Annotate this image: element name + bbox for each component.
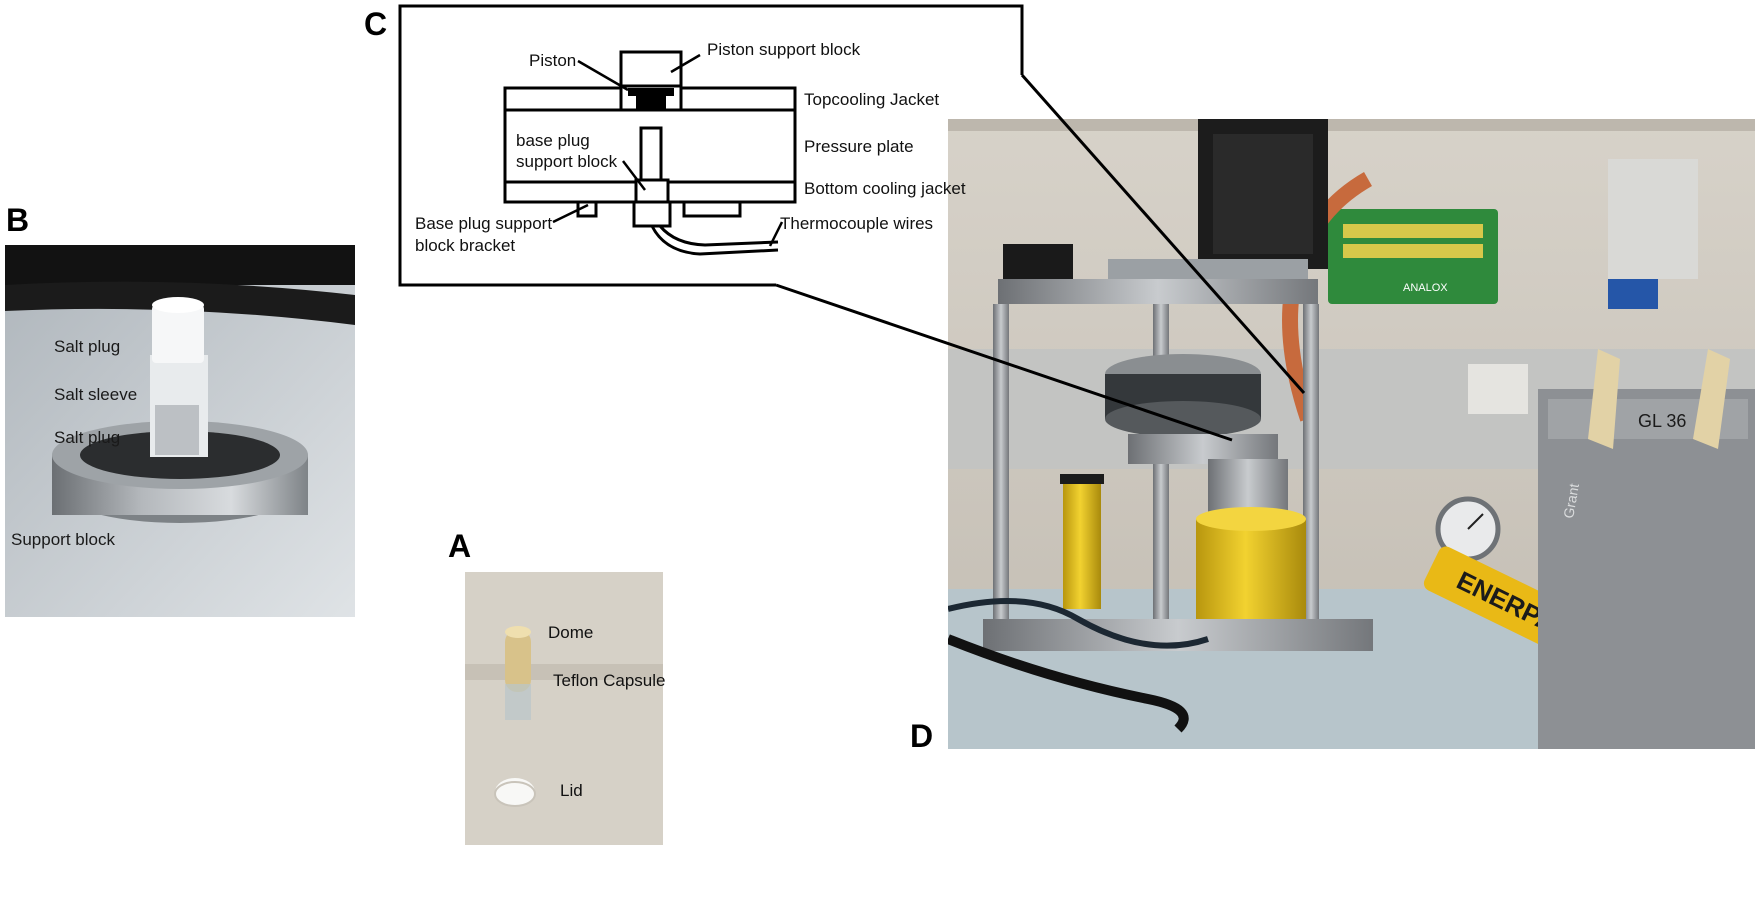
label-salt-sleeve: Salt sleeve (54, 385, 138, 404)
panel-letter-b: B (6, 202, 30, 238)
label-teflon-capsule: Teflon Capsule (553, 671, 666, 690)
pointer-line-lower (775, 283, 1233, 442)
label-salt-plug-top: Salt plug (54, 337, 121, 356)
unit-label-text: GL 36 (1638, 411, 1686, 431)
label-base-plug-line1: base plug (516, 131, 590, 150)
label-piston: Piston (529, 51, 576, 70)
label-pressure-plate: Pressure plate (804, 137, 914, 156)
schematic-frame (398, 4, 1024, 287)
label-base-bracket-line2: block bracket (415, 236, 515, 255)
panel-a-photo (465, 572, 663, 845)
label-dome: Dome (548, 623, 594, 642)
panel-letter-a: A (448, 528, 472, 564)
label-bottom-cooling-jacket: Bottom cooling jacket (804, 179, 966, 198)
press-apparatus-illustration: ANALOX ENERPAC (948, 119, 1755, 749)
label-top-cooling-jacket: Topcooling Jacket (804, 90, 939, 109)
label-support-block: Support block (11, 530, 115, 549)
panel-d-photo: ANALOX ENERPAC (948, 119, 1755, 749)
salt-assembly-illustration (5, 245, 355, 617)
panel-letter-c: C (364, 6, 388, 42)
label-salt-plug-bottom: Salt plug (54, 428, 121, 447)
label-base-plug-line2: support block (516, 152, 618, 171)
thermocouple-wire-1 (650, 225, 779, 256)
pointer-line-upper (1020, 74, 1306, 394)
panel-b-photo (5, 245, 355, 617)
label-lid: Lid (560, 781, 583, 800)
piston-shape (628, 88, 674, 96)
panel-letter-d: D (910, 718, 934, 754)
label-piston-support-block: Piston support block (707, 40, 861, 59)
analox-brand-text: ANALOX (1403, 282, 1448, 294)
thermocouple-wire-2 (658, 225, 779, 247)
teflon-capsule-illustration (465, 572, 663, 845)
label-thermocouple-wires: Thermocouple wires (780, 214, 933, 233)
bracket-right-shape (682, 200, 742, 218)
chiller-brand-text: Grant (1560, 482, 1582, 519)
label-base-bracket-line1: Base plug support (415, 214, 552, 233)
